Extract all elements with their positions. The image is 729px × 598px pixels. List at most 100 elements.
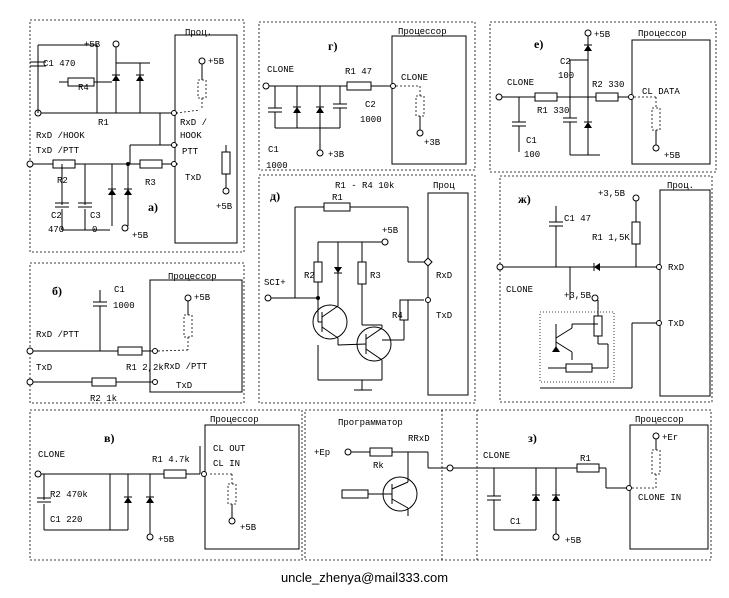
proc-hook-a: HOOK — [180, 131, 202, 141]
proc-txd-a: TxD — [185, 173, 201, 183]
plus5v-e1: +5В — [594, 30, 611, 40]
processor-box — [629, 424, 709, 550]
r1-label-b: R1 2,2k — [126, 363, 164, 373]
clone-label-e: CLONE — [507, 78, 534, 88]
panel-z-label: з) — [528, 431, 537, 445]
panel-zh-label: ж) — [518, 192, 531, 206]
panel-zh: Проц. ж) +3,5В R1 1,5K C1 47 RxD CLONE +… — [496, 175, 713, 403]
r1-label: R1 — [98, 118, 109, 128]
panel-d: Проц R1 - R4 10k д) R1 +5В R2 R3 SCI+ — [258, 174, 476, 404]
plus5v-a1: +5В — [84, 40, 101, 50]
r1-label-z: R1 — [580, 454, 591, 464]
cl-in-label: CL IN — [213, 459, 240, 469]
panel-a: Проц. C1 470 R4 R1 +5В RxD /HOOK +5В — [26, 19, 245, 253]
panel-zh-frame — [499, 175, 713, 403]
plus5v-v2: +5В — [158, 535, 175, 545]
clone-in-label: CLONE IN — [638, 493, 681, 503]
clone-label-v: CLONE — [38, 450, 65, 460]
processor-box — [659, 189, 711, 397]
c2-value-e: 100 — [558, 71, 574, 81]
panel-a-frame — [29, 19, 245, 253]
r4-label-d: R4 — [392, 311, 403, 321]
rrxd-label: RRxD — [408, 434, 430, 444]
r1-label-g: R1 47 — [345, 67, 372, 77]
panel-g-label: г) — [328, 39, 337, 53]
plus5v-a3: +5В — [132, 231, 149, 241]
plus35v-zh2: +3,5В — [564, 291, 592, 301]
processor-label: Процессор — [168, 272, 217, 282]
plus3v-g1: +3В — [424, 138, 441, 148]
cl-out-label: CL OUT — [213, 444, 246, 454]
panel-z-frame — [304, 409, 712, 561]
panel-v-frame — [29, 409, 303, 561]
processor-box — [149, 279, 243, 393]
proc-txd-d: TxD — [436, 311, 452, 321]
proc-txd-zh: TxD — [668, 319, 684, 329]
processor-box — [391, 35, 467, 165]
plus3v-g2: +3В — [328, 150, 345, 160]
c1-label-b: C1 — [114, 285, 125, 295]
panel-e-label: е) — [534, 37, 543, 51]
c1-label-e: C1 — [526, 136, 537, 146]
txd-ptt-label: TxD /PTT — [36, 146, 80, 156]
r1-label-v: R1 4.7k — [152, 455, 190, 465]
processor-box — [174, 34, 238, 244]
c1-label-zh: C1 47 — [564, 214, 591, 224]
plus5v-d: +5В — [382, 226, 399, 236]
programmer-label: Программатор — [338, 418, 403, 428]
c1-value-e: 100 — [524, 150, 540, 160]
ep-label: +Ep — [314, 448, 330, 458]
c1-value-g: 1000 — [266, 161, 288, 171]
panel-d-frame — [258, 174, 476, 404]
r2-label-e: R2 330 — [592, 80, 624, 90]
proc-ptt-a: PTT — [182, 147, 199, 157]
processor-label: Проц. — [667, 181, 694, 191]
panel-e: Процессор е) CLONE R1 330 R2 330 CL DATA… — [489, 21, 717, 173]
c2-label-g: C2 — [365, 100, 376, 110]
proc-clone-g: CLONE — [401, 73, 428, 83]
r2-label-b: R2 1k — [90, 394, 117, 404]
panel-z: Процессор Программатор RRxD з) +Ep Rk CL… — [304, 409, 712, 561]
processor-label: Процессор — [638, 29, 687, 39]
plus35v-zh1: +3,5В — [598, 189, 626, 199]
c1-label-g: C1 — [268, 145, 279, 155]
c1-label-v: C1 220 — [50, 515, 82, 525]
panel-g: Процессор г) CLONE R1 47 CLONE +3В C1 10… — [258, 21, 476, 171]
cl-data-label: CL DATA — [642, 87, 680, 97]
panel-a-label: а) — [148, 200, 158, 214]
author-email: uncle_zhenya@mail333.com — [280, 570, 449, 585]
c2-value-a: 470 — [48, 225, 64, 235]
processor-label: Проц. — [185, 28, 212, 38]
clone-label-g: CLONE — [267, 65, 294, 75]
c2-value-g: 1000 — [360, 115, 382, 125]
c2-label-e: C2 — [560, 57, 571, 67]
panel-e-frame — [489, 21, 717, 173]
panel-b-label: б) — [52, 284, 62, 298]
txd-label-b: TxD — [36, 363, 52, 373]
r3-label: R3 — [145, 178, 156, 188]
processor-box — [427, 192, 469, 396]
clone-label-z: CLONE — [483, 451, 510, 461]
rxd-hook-label: RxD /HOOK — [36, 131, 85, 141]
panel-g-frame — [258, 21, 476, 171]
processor-label: Процессор — [635, 415, 684, 425]
r2-label-d: R2 — [304, 271, 315, 281]
panel-d-label: д) — [270, 189, 280, 203]
r1-label-zh: R1 1,5K — [592, 233, 630, 243]
er-label: +Er — [662, 433, 678, 443]
proc-txd-b: TxD — [176, 381, 192, 391]
proc-rxd-ptt-b: RxD /PTT — [164, 362, 208, 372]
c2-label-a: C2 — [51, 211, 62, 221]
rxd-ptt-label-b: RxD /PTT — [36, 330, 80, 340]
plus5v-a4: +5В — [216, 202, 233, 212]
clone-label-zh: CLONE — [506, 285, 533, 295]
processor-label: Процессор — [398, 27, 447, 37]
processor-box — [204, 424, 300, 550]
c3-label-a: C3 — [90, 211, 101, 221]
rk-label: Rk — [373, 461, 384, 471]
plus5v-e2: +5В — [664, 151, 681, 161]
c1-label-z: C1 — [510, 517, 521, 527]
panel-v: Процессор в) CLONE R1 4.7k CL OUT CL IN … — [29, 409, 303, 561]
